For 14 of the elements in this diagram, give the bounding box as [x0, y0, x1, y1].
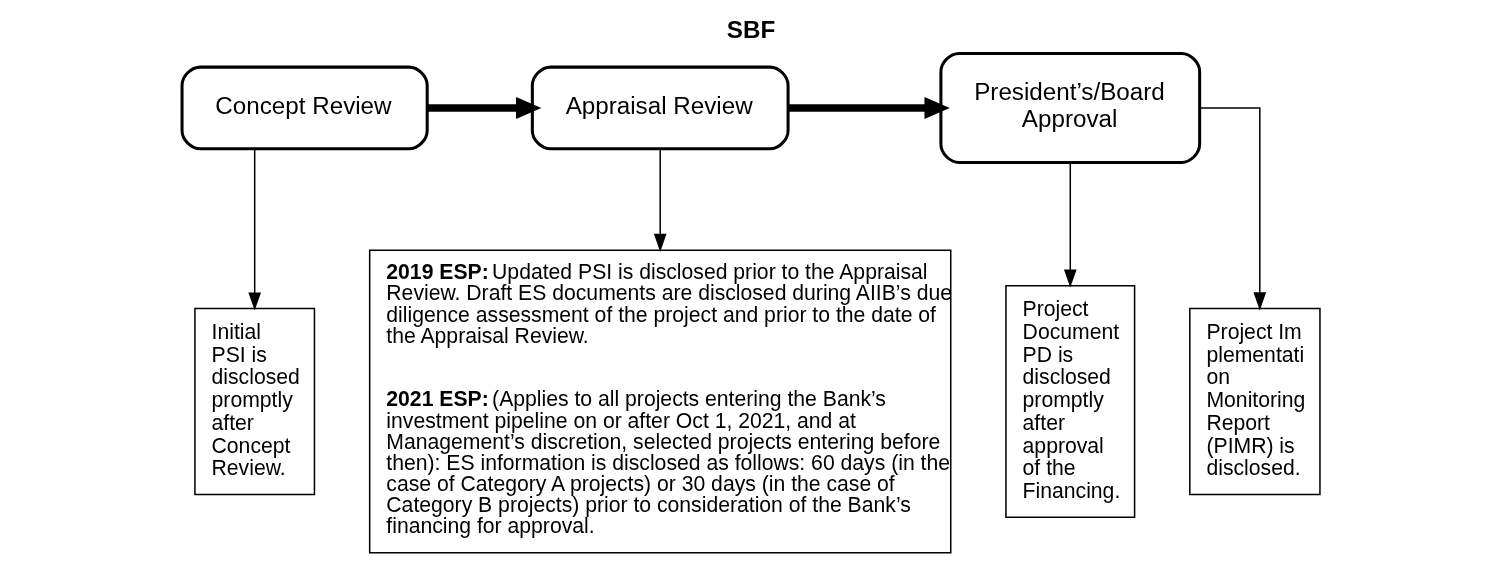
arrow: [1063, 161, 1077, 288]
node-box: Project Document PD is disclosed promptly after approval of the Financing.: [1005, 285, 1136, 519]
node-box: President’s/Board Approval: [939, 52, 1202, 164]
arrow: [653, 148, 667, 252]
arrow: [427, 96, 542, 120]
node-box: Project Implementation Monitoring Report (PIMR) is disclosed.: [1189, 307, 1321, 496]
diagram-title: SBF: [726, 16, 776, 44]
arrow: [248, 148, 262, 311]
node-box: Concept Review: [180, 65, 429, 151]
arrow: [788, 96, 950, 120]
arrow: [1199, 107, 1267, 311]
node-box: Appraisal Review: [530, 65, 790, 151]
node-box: Initial PSI is disclosed promptly after Concept Review.: [194, 307, 316, 496]
node-box: 2019 ESP: Updated PSI is disclosed prior to the Appraisal Review. Draft ES documents are disclosed during AIIB’s due diligence assessment of the project and prior to the date of the Appraisal Review. 2021 ESP: (Applies to all projects entering the Bank’s investment pipeline on or after Oct 1, 2021, and at Management’s discretion, selected projects entering before then): ES information is disclosed as follows: 60 days (in the case of Category A projects) or 30 days (in the case of Category B projects) prior to consideration of the Bank’s financing for approval.: [368, 249, 952, 554]
